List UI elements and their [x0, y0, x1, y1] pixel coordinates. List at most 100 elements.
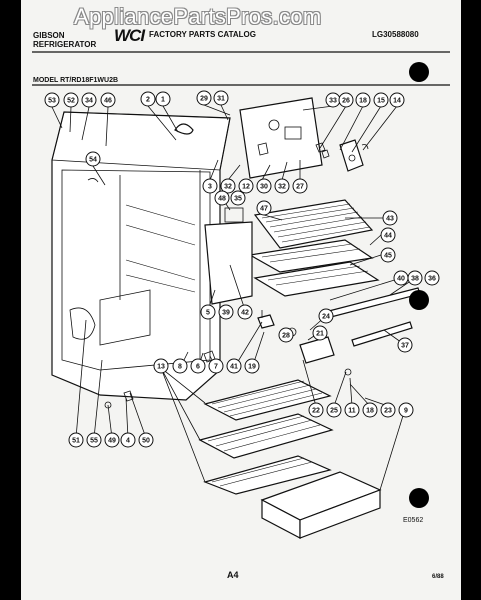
- callout-number: 45: [384, 253, 392, 260]
- callout-37: 37: [397, 337, 413, 353]
- callout-circle: [140, 91, 156, 107]
- callout-circle: [190, 358, 206, 374]
- callout-circle: [226, 358, 242, 374]
- manufacturer-logo: WCI: [114, 26, 145, 45]
- watermark: AppliancePartsPros.com: [74, 4, 322, 29]
- callout-number: 44: [384, 233, 392, 240]
- callout-6: 6: [190, 358, 206, 374]
- callout-number: 7: [214, 364, 218, 371]
- callout-number: 6: [196, 364, 200, 371]
- callout-circle: [153, 358, 169, 374]
- callout-number: 47: [260, 206, 268, 213]
- callout-circle: [312, 325, 328, 341]
- callout-number: 12: [242, 184, 250, 191]
- page-number: A4: [227, 570, 239, 580]
- callout-21: 21: [312, 325, 328, 341]
- upper-shelf-assembly: [204, 199, 380, 305]
- callout-number: 18: [359, 98, 367, 105]
- callout-circle: [220, 178, 236, 194]
- callout-number: 22: [312, 408, 320, 415]
- callout-48: 48: [214, 190, 230, 206]
- callout-circle: [230, 190, 246, 206]
- callout-49: 49: [104, 432, 120, 448]
- callout-circle: [100, 92, 116, 108]
- callout-circle: [44, 92, 60, 108]
- callout-circle: [138, 432, 154, 448]
- callout-circle: [256, 178, 272, 194]
- binder-hole-top: [409, 62, 429, 82]
- callout-43: 43: [382, 210, 398, 226]
- callout-3: 3: [202, 178, 218, 194]
- callout-32b: 32: [274, 178, 290, 194]
- callout-circle: [237, 304, 253, 320]
- callout-12: 12: [238, 178, 254, 194]
- callout-number: 39: [222, 310, 230, 317]
- callout-7: 7: [208, 358, 224, 374]
- callout-18b: 18: [362, 402, 378, 418]
- callout-29: 29: [196, 90, 212, 106]
- callout-circle: [213, 90, 229, 106]
- callout-circle: [214, 190, 230, 206]
- callout-circle: [120, 432, 136, 448]
- callout-number: 37: [401, 343, 409, 350]
- callout-15: 15: [373, 92, 389, 108]
- callout-24: 24: [318, 308, 334, 324]
- callout-52: 52: [63, 92, 79, 108]
- callout-number: 34: [85, 98, 93, 105]
- callout-41: 41: [226, 358, 242, 374]
- cabinet-liner: [51, 111, 231, 401]
- callout-number: 50: [142, 438, 150, 445]
- callout-number: 41: [230, 364, 238, 371]
- callout-circle: [382, 210, 398, 226]
- callout-number: 40: [397, 276, 405, 283]
- callout-circle: [200, 304, 216, 320]
- callout-number: 11: [348, 408, 356, 415]
- callout-circle: [398, 402, 414, 418]
- callout-55: 55: [86, 432, 102, 448]
- callout-28: 28: [278, 327, 294, 343]
- callout-number: 27: [296, 184, 304, 191]
- callout-number: 55: [90, 438, 98, 445]
- diagram-code: E0562: [403, 517, 424, 524]
- crisper-rails: [324, 287, 421, 347]
- catalog-title: FACTORY PARTS CATALOG: [149, 30, 256, 39]
- callout-circle: [380, 247, 396, 263]
- callout-number: 42: [241, 310, 249, 317]
- callout-18: 18: [355, 92, 371, 108]
- callout-number: 13: [157, 364, 165, 371]
- callout-number: 3: [208, 184, 212, 191]
- callout-circle: [68, 432, 84, 448]
- callout-23: 23: [380, 402, 396, 418]
- callout-38: 38: [407, 270, 423, 286]
- callout-39: 39: [218, 304, 234, 320]
- callout-circle: [397, 337, 413, 353]
- callout-35: 35: [230, 190, 246, 206]
- callout-number: 24: [322, 314, 330, 321]
- callout-45: 45: [380, 247, 396, 263]
- callout-number: 8: [178, 364, 182, 371]
- product-type: REFRIGERATOR: [33, 40, 97, 49]
- callout-number: 33: [329, 98, 337, 105]
- callout-circle: [86, 432, 102, 448]
- callout-number: 15: [377, 98, 385, 105]
- callout-25: 25: [326, 402, 342, 418]
- callout-8: 8: [172, 358, 188, 374]
- callout-13: 13: [153, 358, 169, 374]
- callout-4: 4: [120, 432, 136, 448]
- callout-circle: [362, 402, 378, 418]
- temperature-control-parts: [315, 139, 369, 172]
- callout-number: 29: [200, 96, 208, 103]
- binder-hole-bottom: [409, 488, 429, 508]
- callout-circle: [85, 151, 101, 167]
- callout-number: 28: [282, 333, 290, 340]
- callout-27: 27: [292, 178, 308, 194]
- callout-circle: [202, 178, 218, 194]
- callout-14: 14: [389, 92, 405, 108]
- callout-number: 49: [108, 438, 116, 445]
- callout-number: 25: [330, 408, 338, 415]
- model-line: MODEL RT/RD18F1WU2B: [33, 77, 119, 84]
- callout-number: 52: [67, 98, 75, 105]
- callout-46: 46: [100, 92, 116, 108]
- callout-number: 46: [104, 98, 112, 105]
